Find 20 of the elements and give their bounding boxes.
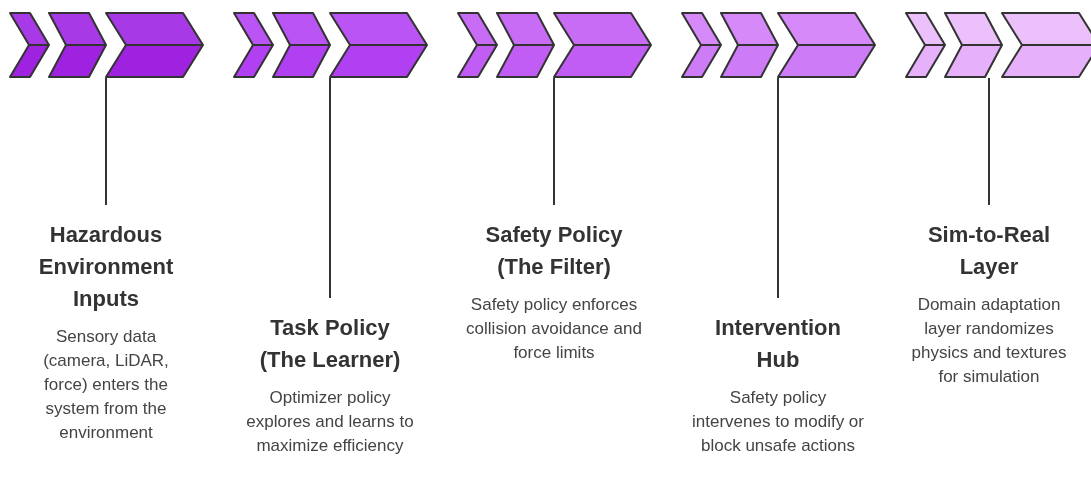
step-description: Safety policy intervenes to modify or block unsafe actions	[691, 387, 865, 457]
chevron-arrows-icon	[682, 12, 876, 78]
step-heading: Sim-to-Real Layer	[926, 221, 1052, 281]
connector-line	[777, 77, 779, 299]
step-heading: Hazardous Environment Inputs	[37, 221, 175, 313]
chevron-arrows-icon	[458, 12, 652, 78]
step-heading: Task Policy (The Learner)	[258, 314, 402, 374]
chevron-arrows-icon	[234, 12, 428, 78]
step-description: Domain adaptation layer randomizes physics and textures for simulation	[910, 294, 1068, 388]
step-description: Safety policy enforces collision avoidance and force limits	[465, 294, 643, 364]
connector-line	[553, 77, 555, 206]
step-heading: Intervention Hub	[714, 314, 842, 374]
chevron-arrows-icon	[906, 12, 1091, 78]
step-description: Sensory data (camera, LiDAR, force) enters the system from the environment	[42, 326, 170, 444]
connector-line	[105, 77, 107, 206]
connector-line	[329, 77, 331, 299]
connector-line	[988, 77, 990, 206]
step-description: Optimizer policy explores and learns to maximize efficiency	[245, 387, 415, 457]
chevron-arrows-icon	[10, 12, 204, 78]
step-heading: Safety Policy (The Filter)	[484, 221, 624, 281]
